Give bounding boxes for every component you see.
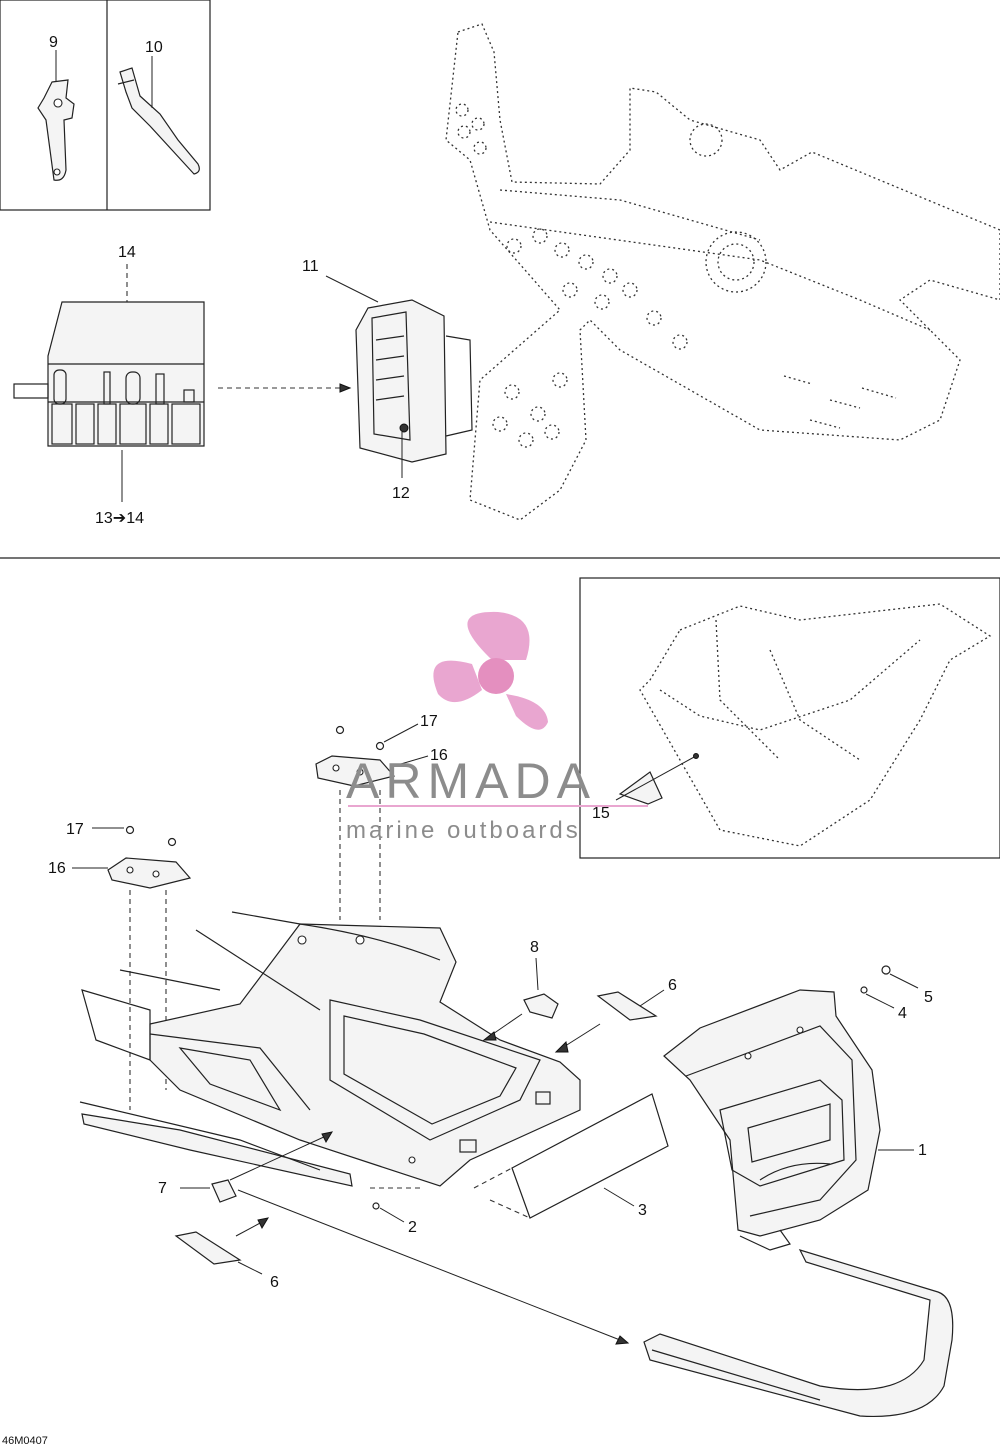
leader-11 <box>325 275 379 303</box>
callout-7: 7 <box>158 1180 167 1197</box>
leader-17-upper <box>383 723 419 743</box>
arrow-7-to-bumper <box>237 1189 621 1341</box>
part-8-clip <box>523 993 559 1019</box>
arrow-head-8 <box>482 1031 497 1041</box>
callout-11: 11 <box>302 258 319 275</box>
leader-5 <box>889 973 919 989</box>
callout-2: 2 <box>408 1219 417 1236</box>
watermark-subtitle: marine outboards <box>346 817 581 844</box>
part-10-tool <box>117 67 200 175</box>
callout-16-left: 16 <box>48 860 66 877</box>
part-11-storage-box <box>355 299 473 463</box>
part-16-bracket-left <box>107 857 192 889</box>
callout-10: 10 <box>145 39 163 56</box>
arrow-6-upper <box>561 1023 601 1049</box>
part-17-screw-left <box>125 825 177 847</box>
inset-box-15 <box>579 577 1000 859</box>
callout-6-upper: 6 <box>668 977 677 994</box>
callout-17-left: 17 <box>66 821 84 838</box>
leader-3 <box>603 1187 635 1207</box>
part-4-screw <box>860 986 868 994</box>
part-runner-rail <box>79 1101 353 1187</box>
drawing-code: 46M0407 <box>2 1435 48 1447</box>
callout-12: 12 <box>392 485 410 502</box>
arrow-6-lower <box>235 1221 263 1237</box>
armada-watermark: ARMADA marine outboards <box>346 611 648 844</box>
callout-15: 15 <box>592 805 610 822</box>
part-9-wrench <box>37 79 75 181</box>
callout-4: 4 <box>898 1005 907 1022</box>
leader-15 <box>615 755 697 801</box>
arrow-8 <box>489 1013 523 1037</box>
part-14-tool-kit <box>13 301 205 447</box>
arrow-head-7 <box>615 1335 630 1345</box>
leader-16-upper <box>393 755 429 767</box>
part-17-screw-upper <box>335 725 385 751</box>
part-3-plate <box>473 1093 669 1219</box>
callout-17-upper: 17 <box>420 713 438 730</box>
chassis-frame-top <box>445 23 1000 521</box>
leader-6-lower <box>237 1261 263 1275</box>
arrow-head-6-upper <box>554 1040 569 1053</box>
part-2-rivet <box>372 1202 380 1210</box>
chassis-frame-bottom <box>81 911 581 1187</box>
callout-14: 14 <box>118 244 136 261</box>
watermark-title: ARMADA <box>346 753 596 809</box>
part-6-decal-upper <box>596 991 658 1021</box>
part-bumper <box>643 1249 954 1418</box>
part-15-liner <box>618 603 992 847</box>
part-1-nose-panel <box>663 989 881 1251</box>
callout-3: 3 <box>638 1202 647 1219</box>
callout-6-lower: 6 <box>270 1274 279 1291</box>
callout-13-14: 13➔14 <box>95 510 144 527</box>
part-6-decal-lower <box>174 1231 242 1265</box>
arrow-7-to-frame <box>229 1135 327 1181</box>
arrow-head-6-lower <box>257 1217 270 1230</box>
propeller-logo-icon <box>433 611 548 730</box>
leader-6-upper <box>639 989 665 1007</box>
callout-9: 9 <box>49 34 58 51</box>
part-5-nut <box>881 965 891 975</box>
arrow-head <box>339 383 352 393</box>
callout-8: 8 <box>530 939 539 956</box>
leader-8 <box>535 957 539 991</box>
arrow-head-7b <box>321 1131 334 1144</box>
part-16-bracket-upper <box>315 755 396 787</box>
callout-1: 1 <box>918 1142 927 1159</box>
inset-box-9-10 <box>0 0 211 211</box>
part-7-clip <box>211 1179 237 1203</box>
callout-5: 5 <box>924 989 933 1006</box>
leader-15-dot <box>693 753 699 759</box>
leader-2 <box>379 1207 405 1223</box>
leader-4 <box>865 993 895 1009</box>
callout-16-upper: 16 <box>430 747 448 764</box>
